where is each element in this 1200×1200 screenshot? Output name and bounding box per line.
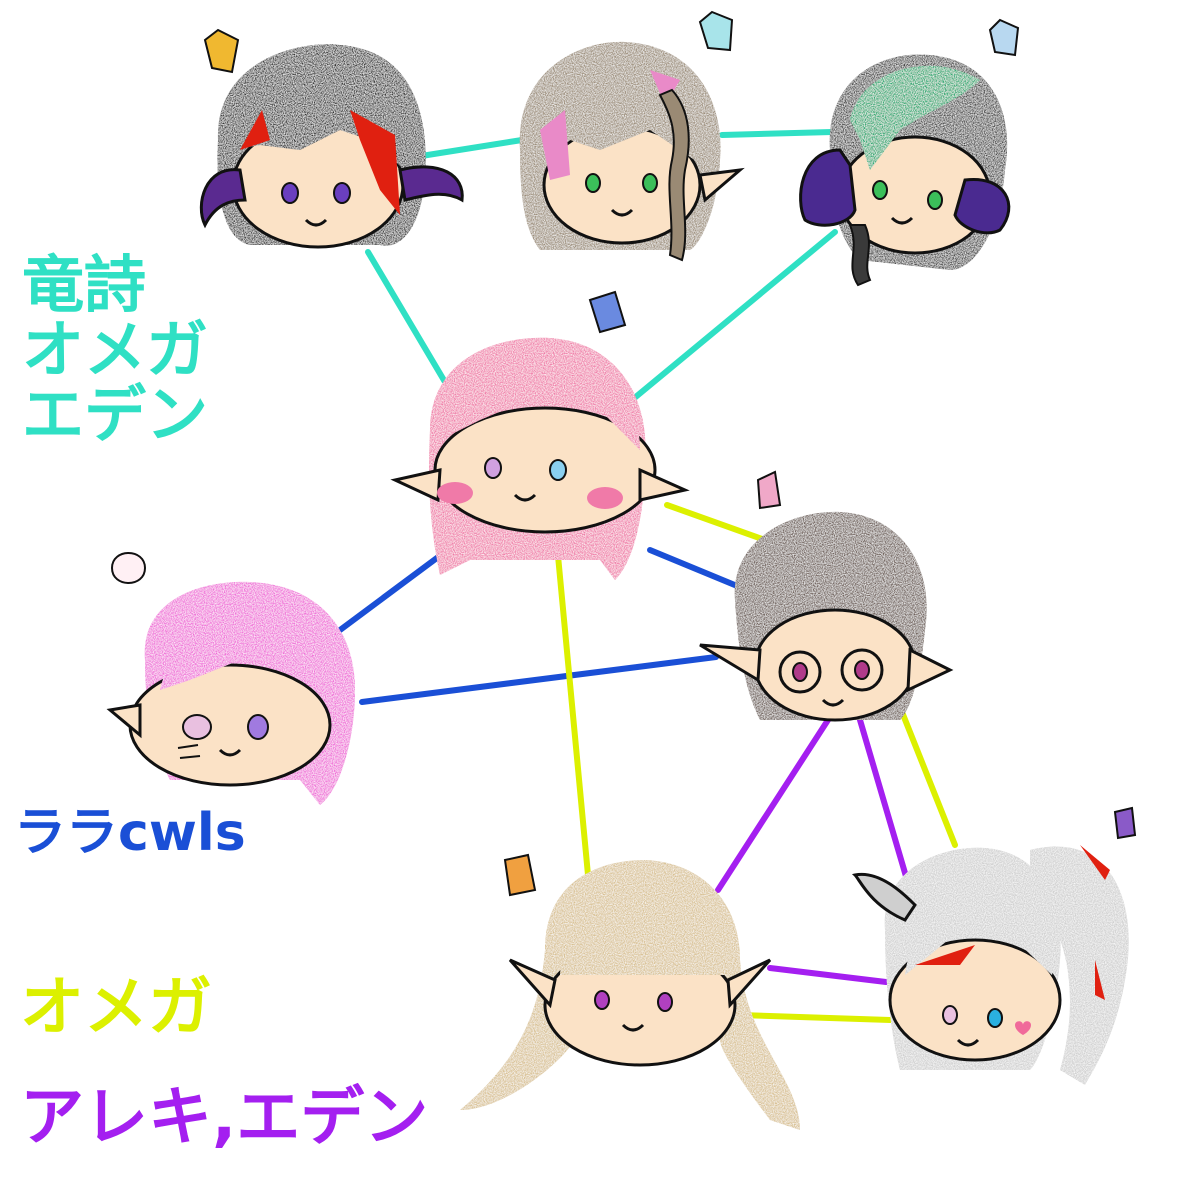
braid [848,224,872,287]
horn-right [398,165,464,203]
teal-line-2 [719,129,835,138]
braid [658,88,690,262]
eye-right [549,459,567,481]
gold-crystal-icon [203,28,240,74]
ear [106,703,142,739]
pink-crystal-icon [756,470,782,510]
connection-lines [333,129,958,1023]
hair-fringe [232,93,406,170]
eye-right [927,190,943,210]
yellow-line-1 [664,502,768,543]
elf-ear-left [699,643,762,683]
yellow-line-3 [899,709,958,848]
teal-line-4 [629,229,838,403]
orange-crystal-icon [503,853,537,897]
label-teal-group: 竜詩 オメガ エデン [22,248,209,452]
eye-right [642,173,658,193]
character-green-black-hair [799,54,1011,287]
elf-ear [698,167,745,203]
label-yellow-group: オメガ [20,971,212,1045]
crystal-icons [110,10,1137,897]
eye-right [987,1008,1003,1028]
whiskers [177,744,201,759]
character-blonde-long-hair [460,860,800,1130]
purple-crystal-icon [1113,806,1137,840]
character-brown-braid-hair [519,41,745,262]
mouth [621,1023,645,1032]
eye-left [792,662,808,682]
light-blue-crystal-icon [988,18,1020,57]
hair-fringe [905,896,1054,975]
eye-left [585,173,601,193]
purple-line-2 [857,717,913,893]
glasses-right [840,648,884,692]
hair-fringe [160,621,349,700]
blue-line-2 [647,547,745,591]
yellow-line-4 [737,1012,893,1023]
mouth [956,1038,980,1047]
red-streak-ponytail [1080,845,1110,1000]
mouth [610,208,634,217]
horn-left [199,168,247,229]
horn-left [799,148,857,227]
hair-fringe [440,377,640,450]
white-pot-icon [110,552,147,584]
hair-pink-streak [540,70,680,180]
blue-line-3 [359,654,719,705]
hair-red-streak [240,110,400,215]
horn-right [953,177,1011,235]
elf-ear-right [638,467,690,502]
blush-left [437,482,473,504]
eye-left [872,180,888,200]
eye-left [594,990,610,1010]
eye-left [182,714,212,740]
hair-fringe [548,101,703,165]
eye-right [657,992,673,1012]
mouth [304,218,328,227]
elf-ear-left [508,958,557,1009]
eye-left [942,1005,958,1025]
red-streak [915,945,975,965]
mouth [513,493,537,502]
elf-ear-left [390,468,442,503]
label-purple-group: アレキ,エデン [20,1081,429,1155]
heart-mark [1015,1021,1031,1035]
blue-gem-icon [588,290,627,334]
eye-left [281,182,299,204]
purple-line-1 [715,717,831,893]
purple-line-3 [767,965,889,985]
elf-ear-right [726,958,772,1009]
hair-green [850,65,980,170]
elf-ear-right [906,647,954,693]
character-magenta-hair-lalafell [106,581,355,805]
label-blue-group: ララcwls [14,803,246,863]
glasses-left [778,650,822,694]
eye-right [854,660,870,680]
eye-right [333,182,351,204]
blush-right [587,487,623,509]
mouth [218,748,242,757]
character-pink-hair-center [390,337,690,580]
mouth [890,216,914,225]
yellow-line-2 [554,542,591,878]
eye-right [247,714,269,740]
horn-left [851,872,917,922]
character-black-red-hair [199,44,464,249]
teal-line-3 [365,249,448,385]
blue-crystal-icon [698,10,734,52]
face [128,663,332,787]
eye-left [484,457,502,479]
hair-bangs [560,894,726,975]
character-brown-hair-glasses [699,511,954,722]
mouth [821,698,845,707]
hair-fringe [755,566,919,640]
character-white-ponytail [851,845,1129,1085]
teal-line-1 [412,137,525,160]
